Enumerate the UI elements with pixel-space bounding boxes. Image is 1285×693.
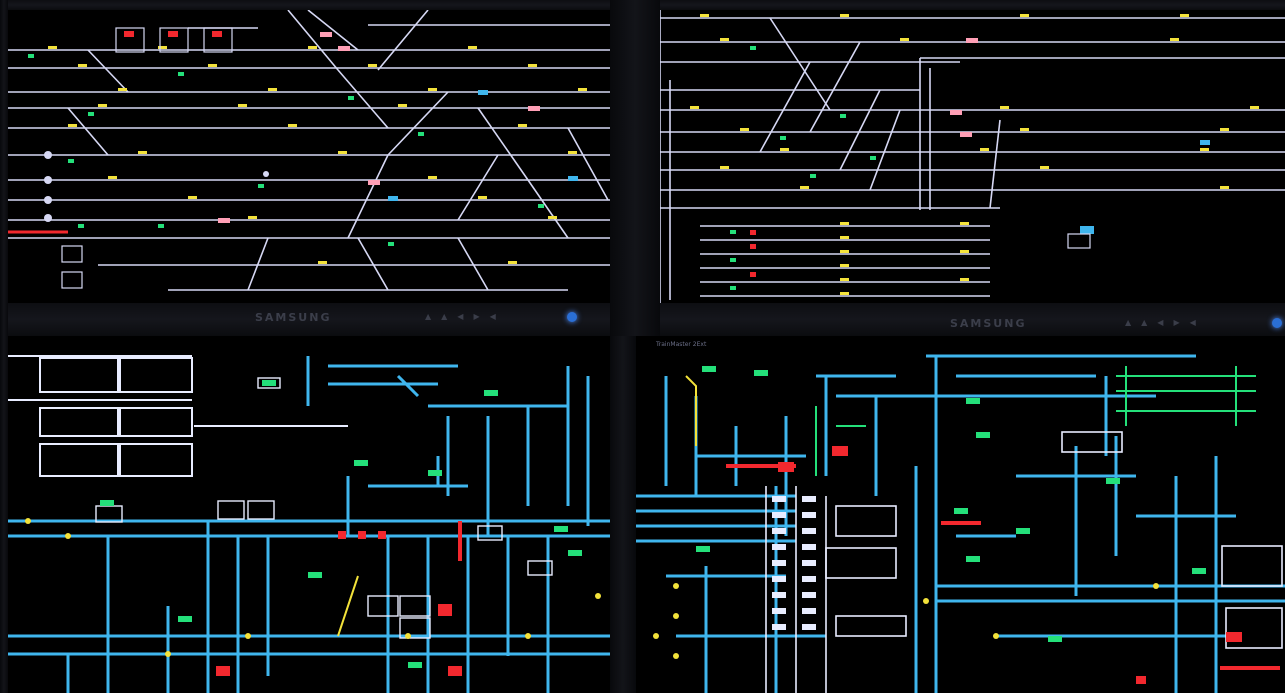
menu-arrows-icon: ▲▲◀▶◀ <box>425 312 506 321</box>
monitor-header-text: TrainMaster 2Ext <box>656 341 707 348</box>
bezel-center-top <box>610 0 660 336</box>
bezel-left <box>0 0 8 693</box>
power-led-icon <box>567 312 577 322</box>
samsung-logo-top-left: SAMSUNG <box>255 311 332 324</box>
network-schematic-bottom-right <box>636 354 1285 693</box>
monitor-top-right <box>660 10 1285 303</box>
track-schematic-top-right <box>660 10 1285 303</box>
monitor-top-left <box>8 10 610 303</box>
power-led-icon <box>1272 318 1282 328</box>
bezel-center-bottom <box>610 336 636 693</box>
network-schematic-bottom-left <box>8 355 610 693</box>
monitor-bottom-right: TrainMaster 2Ext <box>636 336 1285 693</box>
samsung-logo-top-right: SAMSUNG <box>950 317 1027 330</box>
menu-arrows-icon: ▲▲◀▶◀ <box>1125 318 1206 327</box>
track-schematic-top-left <box>8 10 610 291</box>
monitor-bottom-left <box>8 336 610 693</box>
